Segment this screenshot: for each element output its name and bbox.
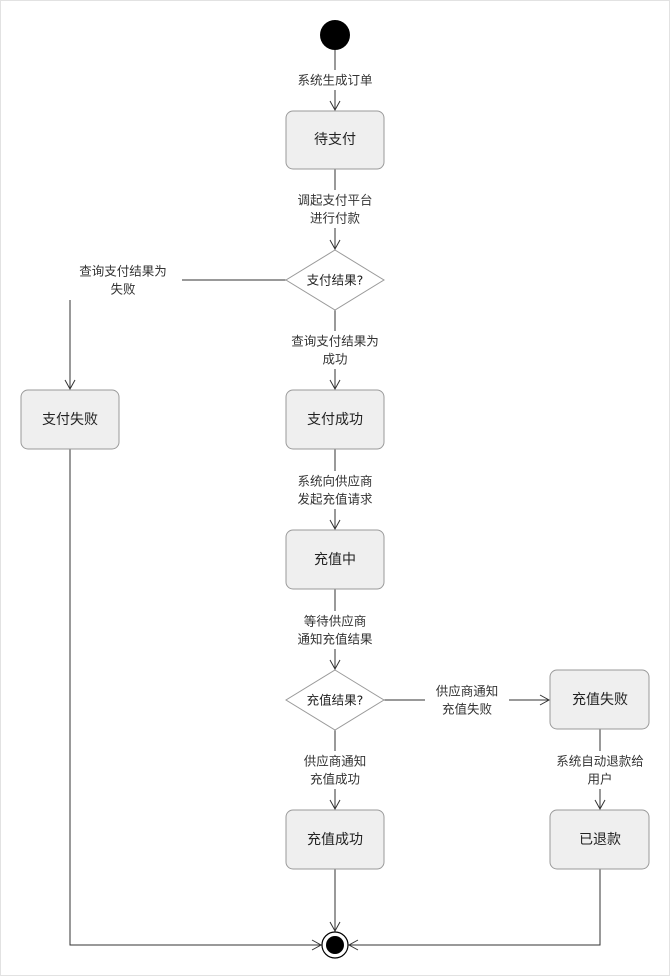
state-label: 充值中 <box>314 552 356 568</box>
label-line-1: 调起支付平台 <box>297 193 372 208</box>
transition-label-payment-decision-to-failed: 查询支付结果为 失败 <box>66 262 182 300</box>
arrowhead-recharge-decision <box>329 659 341 671</box>
label-background <box>294 190 376 228</box>
decision-diamond <box>285 669 385 731</box>
transition-label-recharging-to-recharge-decision: 等待供应商 通知充值结果 <box>285 611 385 649</box>
label-line-2: 失败 <box>110 282 136 297</box>
arrowhead-end-left <box>311 939 323 951</box>
transition-label-recharge-decision-to-success: 供应商通知 充值成功 <box>293 751 377 789</box>
label-line-1: 系统自动退款给 <box>556 754 644 769</box>
state-box <box>20 389 120 450</box>
arrowhead-payment-failed <box>64 379 76 391</box>
transition-label-recharge-failed-to-refunded: 系统自动退款给 用户 <box>551 751 649 789</box>
label-background <box>425 681 509 719</box>
label-line-1: 系统生成订单 <box>297 73 372 88</box>
arrowhead-recharge-success <box>329 799 341 811</box>
transition-label-pending-to-payment-decision: 调起支付平台 进行付款 <box>294 190 376 228</box>
state-label: 支付失败 <box>42 412 98 428</box>
state-box <box>549 669 650 730</box>
decision-diamond <box>285 249 385 311</box>
state-payment-success: 支付成功 <box>285 389 385 450</box>
label-line-2: 进行付款 <box>310 211 361 226</box>
end-node <box>321 931 349 959</box>
state-box <box>285 110 385 170</box>
label-line-2: 发起充值请求 <box>297 492 373 507</box>
state-box <box>285 389 385 450</box>
label-line-1: 查询支付结果为 <box>291 334 379 349</box>
label-line-2: 用户 <box>587 772 612 787</box>
state-refunded: 已退款 <box>549 809 650 870</box>
state-recharge-success: 充值成功 <box>285 809 385 870</box>
state-recharge-failed: 充值失败 <box>549 669 650 730</box>
arrowhead-end-top <box>329 921 341 933</box>
label-background <box>277 331 393 369</box>
state-payment-failed: 支付失败 <box>20 389 120 450</box>
state-pending-payment: 待支付 <box>285 110 385 170</box>
state-label: 充值失败 <box>572 692 628 708</box>
state-recharging: 充值中 <box>285 529 385 590</box>
arrowhead-recharging <box>329 519 341 531</box>
state-label: 已退款 <box>579 832 621 848</box>
state-box <box>549 809 650 870</box>
label-background <box>293 751 377 789</box>
decision-payment-result: 支付结果? <box>285 249 385 311</box>
arrowhead-end-right <box>347 939 359 951</box>
arrowhead-payment-success <box>329 379 341 391</box>
label-background <box>285 611 385 649</box>
transition-label-start-to-pending: 系统生成订单 <box>294 70 376 90</box>
edges <box>69 50 601 946</box>
decision-recharge-result: 充值结果? <box>285 669 385 731</box>
decision-label: 充值结果? <box>307 693 364 708</box>
label-line-2: 成功 <box>322 352 347 367</box>
label-line-1: 系统向供应商 <box>297 474 372 489</box>
label-line-2: 充值失败 <box>442 702 493 717</box>
label-line-1: 查询支付结果为 <box>79 264 167 279</box>
arrowhead-payment-decision <box>329 239 341 251</box>
transition-label-payment-decision-to-success: 查询支付结果为 成功 <box>277 331 393 369</box>
arrowheads <box>64 100 606 951</box>
label-background <box>551 751 649 789</box>
label-line-1: 等待供应商 <box>304 614 367 629</box>
end-node-core <box>326 936 344 954</box>
decision-label: 支付结果? <box>307 273 364 288</box>
transition-label-recharge-decision-to-failed: 供应商通知 充值失败 <box>425 681 509 719</box>
start-node <box>320 20 350 50</box>
state-box <box>285 809 385 870</box>
state-label: 待支付 <box>314 132 356 148</box>
label-background <box>285 471 385 509</box>
transition-label-payment-success-to-recharging: 系统向供应商 发起充值请求 <box>285 471 385 509</box>
state-box <box>285 529 385 590</box>
label-line-2: 通知充值结果 <box>297 632 373 647</box>
label-background <box>66 262 182 300</box>
arrowhead-refunded <box>594 799 606 811</box>
label-background <box>294 70 376 90</box>
edge-refunded-to-end <box>348 869 601 946</box>
label-line-2: 充值成功 <box>310 772 360 787</box>
arrowhead-pending <box>329 100 341 112</box>
label-line-1: 供应商通知 <box>304 754 367 769</box>
state-label: 支付成功 <box>307 412 363 428</box>
label-line-1: 供应商通知 <box>436 684 499 699</box>
arrowhead-recharge-failed <box>539 694 551 706</box>
state-label: 充值成功 <box>307 832 363 848</box>
edge-payment-failed-to-end <box>69 449 322 946</box>
